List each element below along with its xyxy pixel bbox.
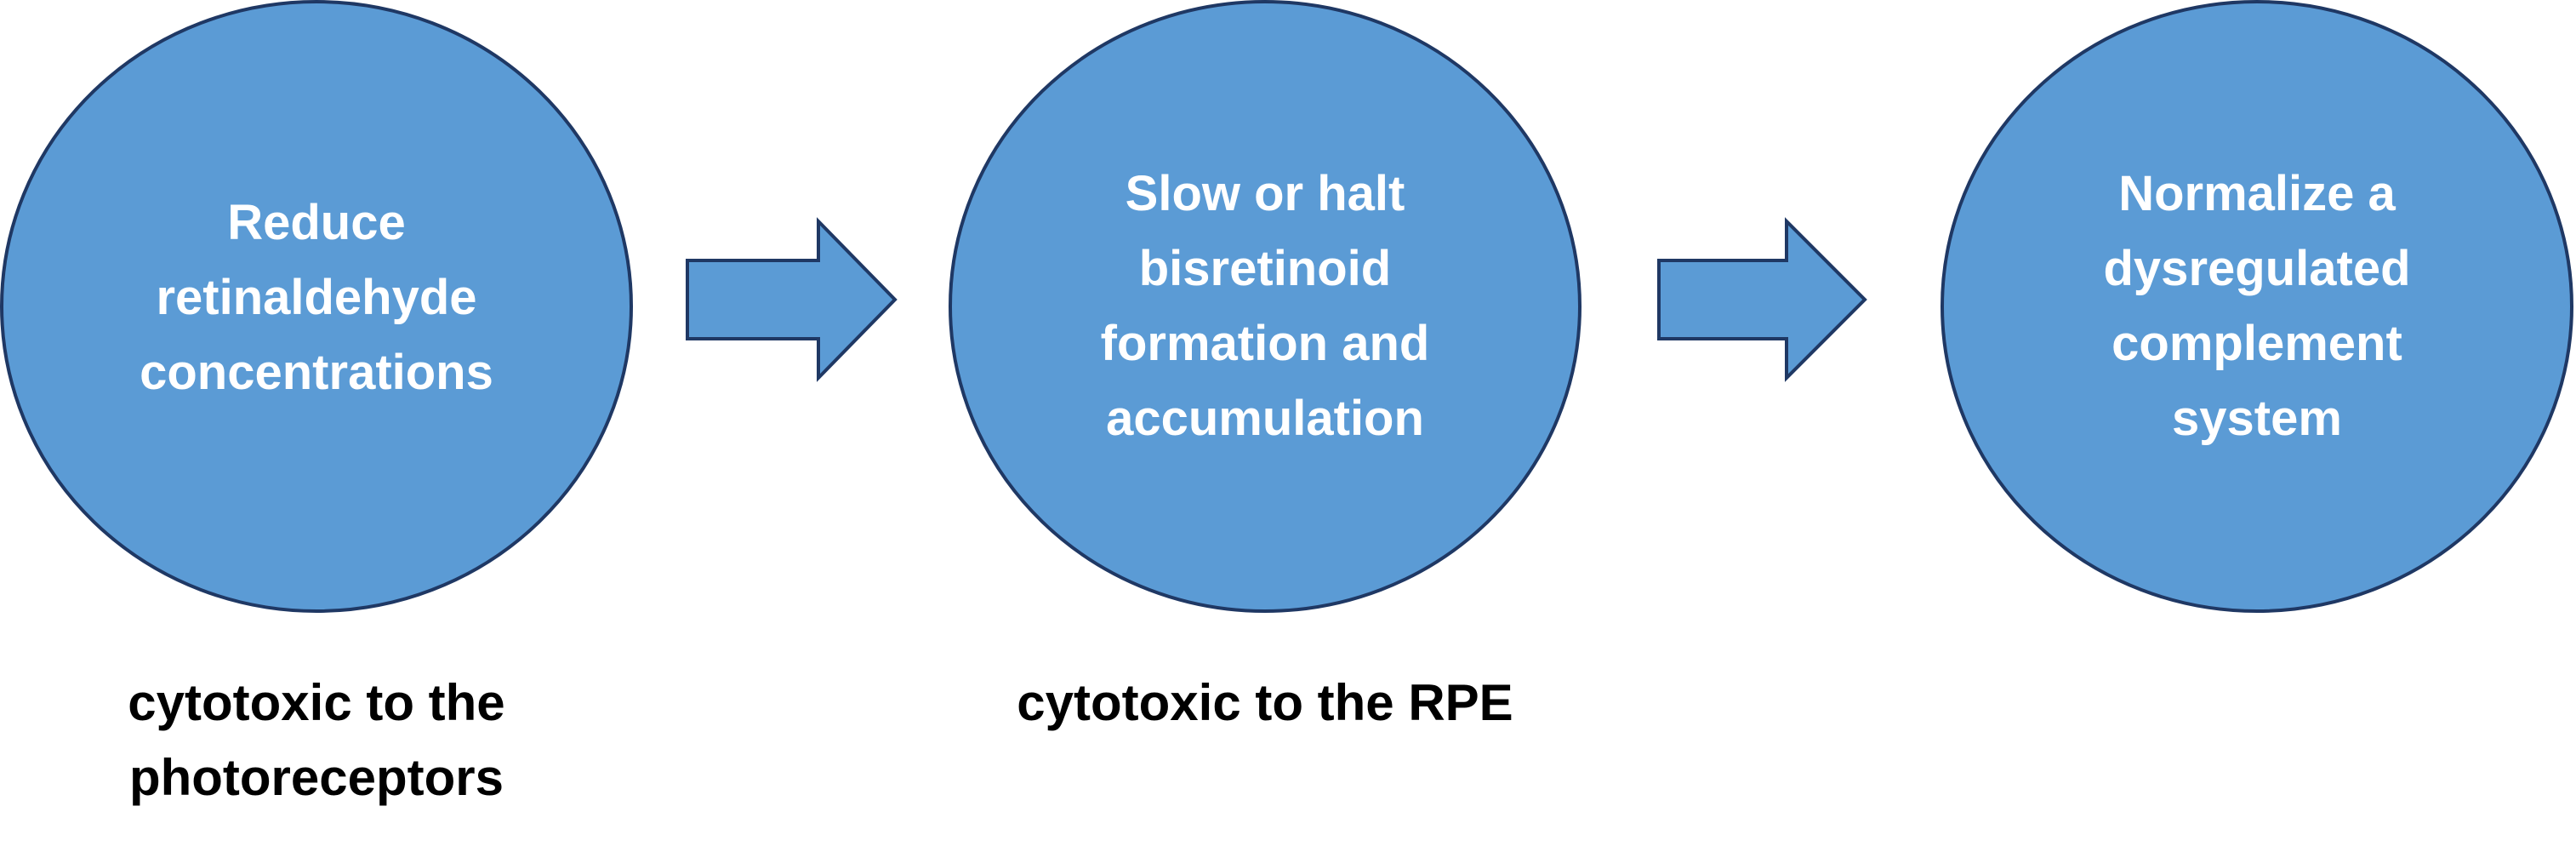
step-1-circle [0, 0, 633, 613]
right-arrow-icon [1657, 217, 1867, 382]
right-arrow-icon [686, 217, 898, 382]
step-2-caption: cytotoxic to the RPE [1017, 674, 1513, 731]
step-1-caption: cytotoxic to the photoreceptors [128, 674, 505, 806]
step-2-circle [949, 0, 1582, 613]
step-3-circle [1941, 0, 2573, 613]
step-1-label: Reduce retinaldehyde concentrations [140, 195, 493, 400]
step-3-label: Normalize a dysregulated complement syst… [2103, 166, 2411, 446]
step-2-label: Slow or halt bisretinoid formation and a… [1100, 166, 1430, 446]
